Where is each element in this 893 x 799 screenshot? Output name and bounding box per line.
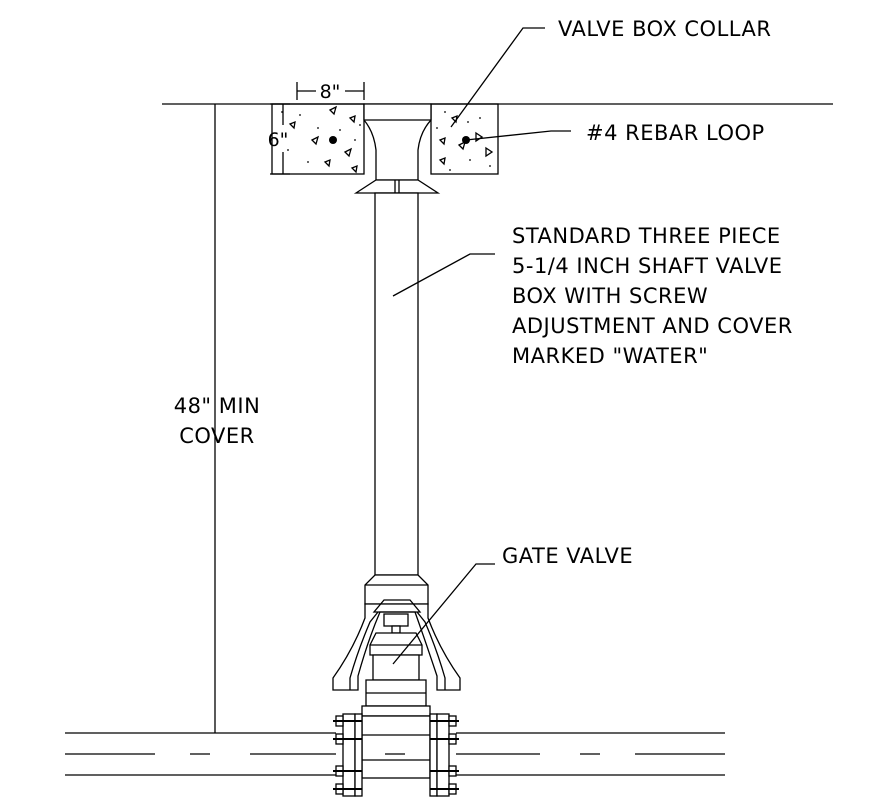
- collar-depth-dimension: [270, 103, 290, 175]
- collar-depth-label: 6": [268, 129, 289, 151]
- gate-valve-leader: [392, 563, 495, 665]
- svg-text:COVER: COVER: [179, 424, 255, 448]
- svg-text:MARKED "WATER": MARKED "WATER": [512, 344, 708, 368]
- valve-box-description: STANDARD THREE PIECE 5-1/4 INCH SHAFT VA…: [512, 224, 793, 368]
- collar-label: VALVE BOX COLLAR: [558, 17, 771, 41]
- gate-valve: [361, 613, 431, 779]
- collar-width-dimension: [296, 82, 365, 100]
- rebar-leader: [465, 130, 571, 141]
- rebar-dot-left: [329, 136, 337, 144]
- rebar-label: #4 REBAR LOOP: [586, 121, 765, 145]
- valve-box-top-section: [363, 103, 432, 181]
- svg-text:48" MIN: 48" MIN: [174, 394, 261, 418]
- gate-valve-label: GATE VALVE: [502, 544, 633, 568]
- svg-text:5-1/4 INCH SHAFT VALVE: 5-1/4 INCH SHAFT VALVE: [512, 254, 783, 278]
- valve-box-shaft: [374, 192, 419, 576]
- svg-text:BOX WITH SCREW: BOX WITH SCREW: [512, 284, 708, 308]
- flange-right: [429, 713, 459, 797]
- collar-width-label: 8": [320, 81, 341, 103]
- cover-label: 48" MIN COVER: [174, 394, 261, 448]
- water-main-pipe: [65, 732, 725, 776]
- svg-text:STANDARD THREE PIECE: STANDARD THREE PIECE: [512, 224, 781, 248]
- svg-text:ADJUSTMENT AND COVER: ADJUSTMENT AND COVER: [512, 314, 793, 338]
- flange-left: [333, 713, 363, 797]
- collar-leader: [450, 27, 545, 128]
- valve-box-leader: [392, 253, 495, 297]
